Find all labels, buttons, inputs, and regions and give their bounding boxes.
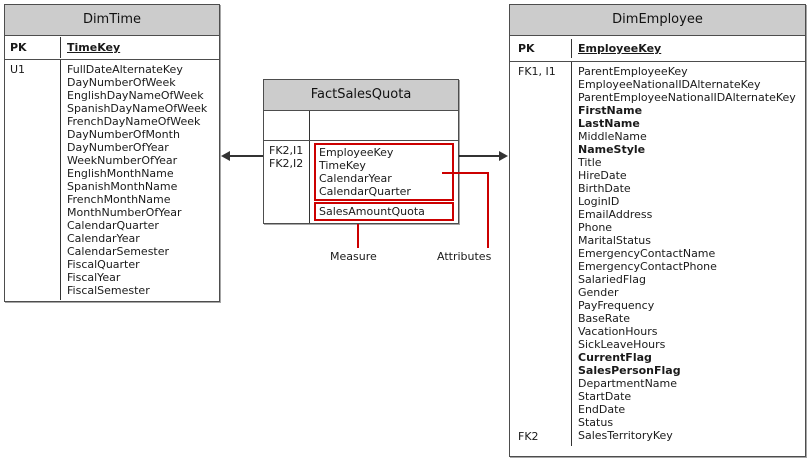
field-row: FirstName <box>578 104 643 117</box>
field-row: DayNumberOfMonth <box>67 128 180 141</box>
field-row: ParentEmployeeNationalIDAlternateKey <box>578 91 796 104</box>
table-fact-sales-quota[interactable]: FactSalesQuota FK2,I1 FK2,I2 EmployeeKey… <box>263 79 459 224</box>
fact-sales-quota-pk-field-cell <box>310 111 458 140</box>
field-row: SpanishMonthName <box>67 180 178 193</box>
relationship-line-time-fact <box>230 155 263 157</box>
field-row: EndDate <box>578 403 626 416</box>
field-row: SickLeaveHours <box>578 338 666 351</box>
fact-sales-quota-pk-label-cell <box>264 111 310 140</box>
attributes-leader-line <box>487 172 489 248</box>
field-row: DayNumberOfYear <box>67 141 169 154</box>
field-row: EmployeeNationalIDAlternateKey <box>578 78 761 91</box>
field-row: PayFrequency <box>578 299 655 312</box>
field-row: LastName <box>578 117 640 130</box>
field-row: SalariedFlag <box>578 273 646 286</box>
dim-time-key-column: U1 <box>5 60 61 300</box>
fact-sales-quota-key-column: FK2,I1 FK2,I2 <box>264 141 310 223</box>
table-fact-sales-quota-title: FactSalesQuota <box>264 80 458 111</box>
field-row: CurrentFlag <box>578 351 652 364</box>
dim-time-pk-field: TimeKey <box>67 41 121 54</box>
field-row: FullDateAlternateKey <box>67 63 183 76</box>
field-row: EmergencyContactName <box>578 247 716 260</box>
field-row: ParentEmployeeKey <box>578 65 688 78</box>
field-row: MaritalStatus <box>578 234 651 247</box>
field-row: Gender <box>578 286 619 299</box>
field-row: BirthDate <box>578 182 631 195</box>
measure-annotation-label: Measure <box>330 250 377 263</box>
field-row: Phone <box>578 221 613 234</box>
field-row: CalendarQuarter <box>67 219 159 232</box>
dim-employee-pk-field-cell: EmployeeKey <box>572 39 805 58</box>
field-row: CalendarYear <box>319 172 392 185</box>
field-row: FrenchDayNameOfWeek <box>67 115 201 128</box>
dim-time-pk-field-cell: TimeKey <box>61 37 219 58</box>
field-row: WeekNumberOfYear <box>67 154 178 167</box>
dim-employee-pk-label-cell: PK <box>510 39 572 58</box>
table-dim-time-primary-key-row: PK TimeKey <box>5 36 219 59</box>
measure-leader-line <box>357 224 359 248</box>
field-row: FiscalYear <box>67 271 121 284</box>
table-dim-time[interactable]: DimTime PK TimeKey U1 FullDateAlternateK… <box>4 4 220 302</box>
relationship-arrow-to-dim-employee <box>499 151 508 161</box>
field-row: DepartmentName <box>578 377 678 390</box>
field-row: EmergencyContactPhone <box>578 260 717 273</box>
field-row: EmployeeKey <box>319 146 394 159</box>
field-row: EmailAddress <box>578 208 653 221</box>
relationship-arrow-to-dim-time <box>221 151 230 161</box>
field-row: EnglishDayNameOfWeek <box>67 89 204 102</box>
field-row: FiscalQuarter <box>67 258 140 271</box>
dim-time-pk-label: PK <box>10 41 27 54</box>
field-row: MiddleName <box>578 130 647 143</box>
dim-employee-key-column: FK1, I1 FK2 <box>510 62 572 446</box>
dim-employee-foreign-key-2-label: FK2 <box>518 430 539 443</box>
field-row: VacationHours <box>578 325 658 338</box>
field-row: BaseRate <box>578 312 631 325</box>
measure-highlight-box: SalesAmountQuota <box>314 202 454 221</box>
field-row: EnglishMonthName <box>67 167 174 180</box>
relationship-line-fact-employee <box>459 155 499 157</box>
field-row: Status <box>578 416 614 429</box>
field-row: DayNumberOfWeek <box>67 76 176 89</box>
attributes-annotation-label: Attributes <box>437 250 492 263</box>
fact-sales-quota-key-1: FK2,I2 <box>269 157 304 170</box>
field-row: CalendarSemester <box>67 245 170 258</box>
table-dim-employee-primary-key-row: PK EmployeeKey <box>510 36 805 61</box>
field-row: CalendarYear <box>67 232 140 245</box>
attributes-leader-elbow-horizontal <box>442 172 489 174</box>
dim-time-pk-label-cell: PK <box>5 37 61 58</box>
field-row: FiscalSemester <box>67 284 150 297</box>
field-row: MonthNumberOfYear <box>67 206 182 219</box>
table-dim-time-title: DimTime <box>5 5 219 36</box>
field-row: HireDate <box>578 169 627 182</box>
dim-employee-foreign-key-label: FK1, I1 <box>518 65 556 78</box>
dim-time-unique-key-label: U1 <box>10 63 26 76</box>
dim-employee-pk-field: EmployeeKey <box>578 42 662 55</box>
table-fact-sales-quota-primary-key-row <box>264 111 458 140</box>
field-row: Title <box>578 156 602 169</box>
field-row: CalendarQuarter <box>319 185 411 198</box>
table-dim-employee[interactable]: DimEmployee PK EmployeeKey FK1, I1 FK2 P… <box>509 4 806 457</box>
fact-sales-quota-key-0: FK2,I1 <box>269 144 304 157</box>
field-row: LoginID <box>578 195 620 208</box>
field-row: SalesPersonFlag <box>578 364 681 377</box>
field-row: SpanishDayNameOfWeek <box>67 102 208 115</box>
field-row: FrenchMonthName <box>67 193 171 206</box>
field-row: StartDate <box>578 390 632 403</box>
field-row: SalesAmountQuota <box>319 205 425 218</box>
dim-employee-pk-label: PK <box>518 42 535 55</box>
table-dim-employee-title: DimEmployee <box>510 5 805 36</box>
field-row: SalesTerritoryKey <box>578 429 673 442</box>
field-row: NameStyle <box>578 143 646 156</box>
field-row: TimeKey <box>319 159 366 172</box>
